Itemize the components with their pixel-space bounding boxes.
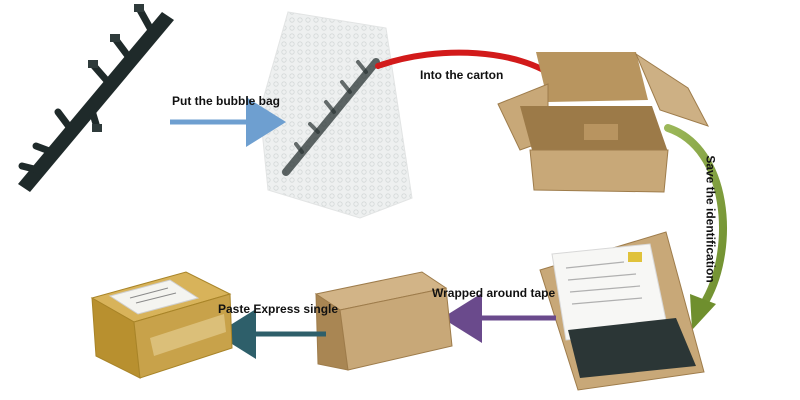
black-plastic-part-icon [18, 4, 174, 192]
box-with-id-card-icon [539, 231, 705, 391]
labeled-parcel-icon [90, 271, 233, 379]
bubble-bag-icon [259, 11, 413, 219]
identification-arrow [664, 124, 727, 330]
step-label-carton: Into the carton [420, 68, 504, 82]
step-label-identification: Save the identification [703, 155, 718, 283]
closed-box-icon [314, 271, 453, 371]
step-label-bubble-bag: Put the bubble bag [172, 94, 280, 108]
step-label-tape: Wrapped around tape [432, 286, 556, 300]
open-carton-icon [497, 52, 710, 193]
step-label-express: Paste Express single [218, 302, 339, 316]
